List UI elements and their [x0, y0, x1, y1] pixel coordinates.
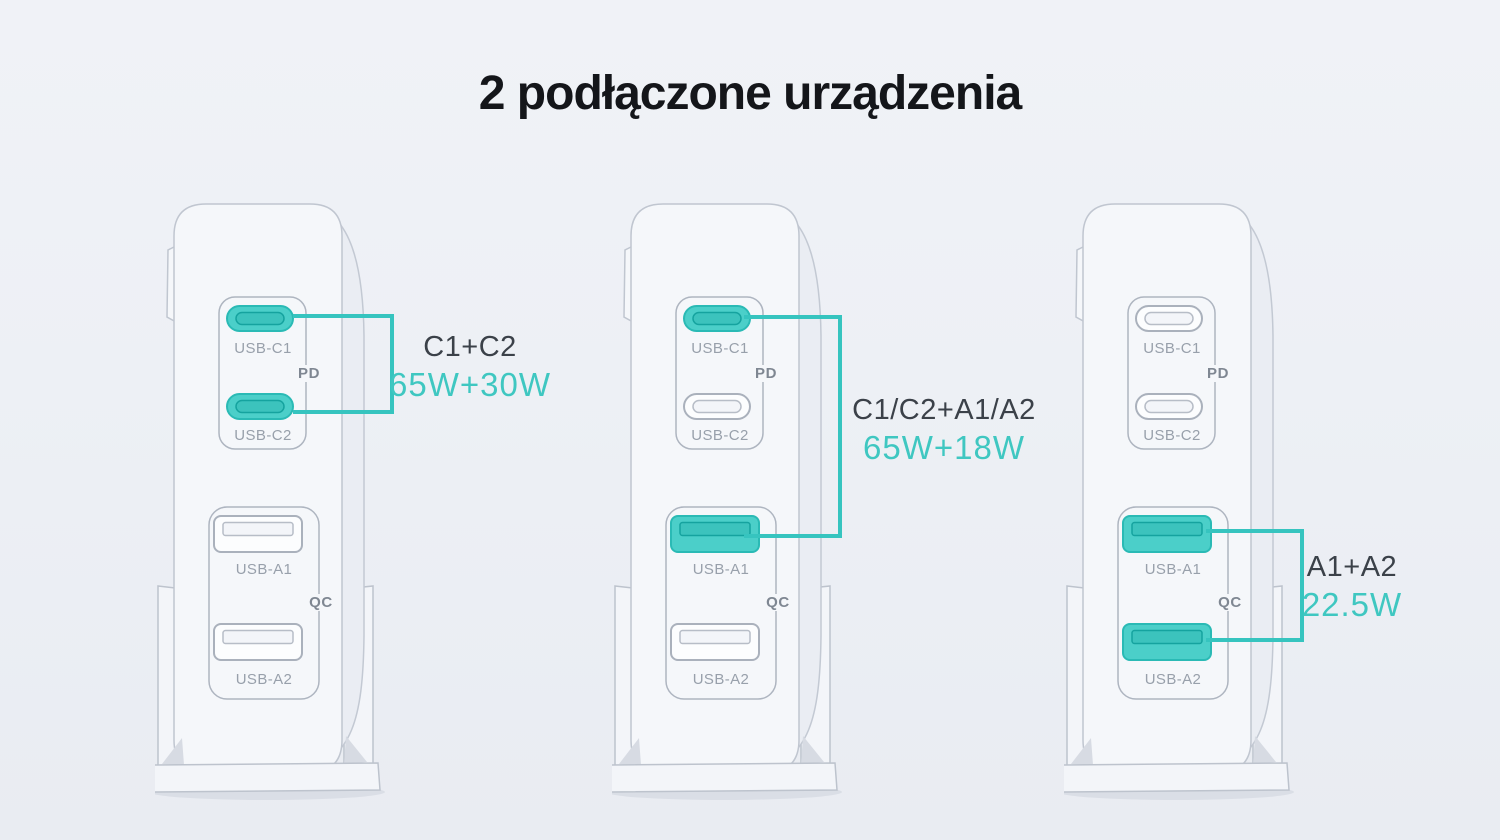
- usb-c2-label: USB-C2: [691, 427, 749, 444]
- usb-a1-port: [213, 515, 303, 553]
- usb-c1-label: USB-C1: [234, 340, 292, 357]
- bracket-c1-c2: [293, 314, 394, 414]
- usb-a1-label: USB-A1: [692, 561, 750, 578]
- qc-label: QC: [301, 594, 341, 611]
- usb-c1-port: [226, 305, 294, 332]
- power-output-label: 22.5W: [1301, 586, 1403, 623]
- charger-right-illustration: [1064, 203, 1294, 800]
- port-combo-label: A1+A2: [1306, 551, 1398, 583]
- qc-label: QC: [1210, 594, 1250, 611]
- usb-c2-label: USB-C2: [234, 427, 292, 444]
- usb-c2-label: USB-C2: [1143, 427, 1201, 444]
- usb-a1-port: [670, 515, 760, 553]
- port-combo-label: C1+C2: [423, 331, 517, 363]
- bracket-c1-a1: [744, 315, 842, 538]
- annotation-right: A1+A2 22.5W: [1290, 551, 1414, 623]
- pd-label: PD: [1198, 365, 1238, 382]
- charger-middle-illustration: [612, 203, 842, 800]
- usb-a2-label: USB-A2: [1144, 671, 1202, 688]
- usb-a2-label: USB-A2: [692, 671, 750, 688]
- usb-a2-port: [213, 623, 303, 661]
- charger-left-illustration: [155, 203, 385, 800]
- page-title: 2 podłączone urządzenia: [478, 67, 1022, 120]
- usb-c1-port: [683, 305, 751, 332]
- usb-c1-label: USB-C1: [1143, 340, 1201, 357]
- usb-c1-port: [1135, 305, 1203, 332]
- pd-label: PD: [289, 365, 329, 382]
- stand-base: [1064, 736, 1290, 793]
- stand-base: [612, 736, 838, 793]
- usb-a2-label: USB-A2: [235, 671, 293, 688]
- pd-label: PD: [746, 365, 786, 382]
- usb-c2-port: [683, 393, 751, 420]
- usb-a1-port: [1122, 515, 1212, 553]
- usb-a2-port: [670, 623, 760, 661]
- power-output-label: 65W+30W: [389, 366, 551, 403]
- usb-c2-port: [1135, 393, 1203, 420]
- usb-a2-port: [1122, 623, 1212, 661]
- usb-c1-label: USB-C1: [691, 340, 749, 357]
- stand-base: [155, 736, 381, 793]
- bracket-a1-a2: [1206, 529, 1304, 642]
- annotation-left: C1+C2 65W+30W: [370, 331, 570, 403]
- usb-a1-label: USB-A1: [235, 561, 293, 578]
- usb-a1-label: USB-A1: [1144, 561, 1202, 578]
- charger-right: USB-C1 PD USB-C2 USB-A1 QC USB-A2: [1064, 196, 1299, 808]
- usb-c2-port: [226, 393, 294, 420]
- power-output-label: 65W+18W: [863, 429, 1025, 466]
- charger-middle: USB-C1 PD USB-C2 USB-A1 QC USB-A2: [612, 196, 847, 808]
- port-combo-label: C1/C2+A1/A2: [852, 394, 1036, 426]
- qc-label: QC: [758, 594, 798, 611]
- charger-left: USB-C1 PD USB-C2 USB-A1 QC USB-A2: [155, 196, 390, 808]
- annotation-middle: C1/C2+A1/A2 65W+18W: [844, 394, 1044, 466]
